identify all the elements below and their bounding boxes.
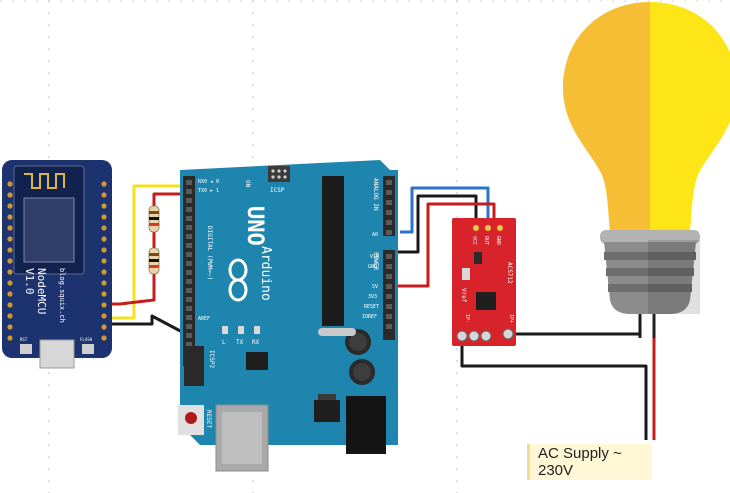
current-sensor-board: VCC OUT GND ACS712 Vref IP- IP+ (452, 218, 516, 346)
crystal (318, 328, 356, 336)
wire-sensor-black (390, 194, 478, 254)
sensor-chip (476, 292, 496, 310)
sensor-header-pins (473, 225, 503, 231)
ip-plus-label: IP+ (508, 314, 514, 323)
nodemcu-pins-right (101, 181, 107, 341)
v5-label: 5V (372, 284, 378, 290)
icsp2-header (184, 346, 204, 386)
chip-label: ACS712 (506, 262, 513, 284)
usb-chip (246, 352, 268, 370)
atmega-chip (322, 176, 344, 326)
bulb-glass-right (650, 2, 730, 232)
rst-button[interactable] (20, 344, 32, 354)
usb-port (39, 339, 75, 369)
pin-out-label: OUT (483, 236, 489, 245)
rx-label: RX0 ◄ 0 (198, 179, 219, 185)
bulb-glass-left (563, 2, 650, 232)
rst-label: RST (20, 337, 28, 342)
nodemcu-version: V1.0 (23, 268, 36, 295)
bulb-neck (600, 230, 700, 244)
icsp-header (268, 166, 290, 182)
arduino-model: UNO (242, 206, 267, 246)
analog-label: ANALOG IN (372, 178, 379, 211)
tx-label: TX0 ► 1 (198, 188, 219, 194)
led-rx (254, 326, 260, 334)
resistor-1 (148, 205, 160, 233)
reset-button-label: RESET (205, 410, 212, 428)
wires (100, 184, 656, 440)
ac-supply-label: AC Supply ~ 230V (527, 444, 652, 480)
pin-vcc-label: VCC (471, 236, 477, 245)
resistors (148, 205, 160, 275)
wire-black-gnd (100, 314, 187, 336)
nodemcu-board: NodeMCU V1.0 blog.squix.ch RST FLASH (2, 160, 112, 369)
nodemcu-pins-left (7, 181, 13, 341)
esp-shield (23, 197, 75, 263)
digital-pins (186, 180, 192, 356)
v33-label: 3V3 (368, 294, 377, 300)
vin-label: VIN (370, 254, 379, 260)
power-label: POWER (372, 252, 379, 270)
antenna-trace (24, 173, 65, 189)
nodemcu-site: blog.squix.ch (58, 268, 66, 323)
power-jack (346, 396, 386, 454)
led-rx-label: RX (252, 339, 260, 346)
regulator (314, 400, 340, 422)
led-l-label: L (222, 339, 226, 346)
vref-label: Vref (460, 288, 467, 303)
wire-yellow-rx (100, 184, 192, 320)
on-label: ON (244, 180, 251, 188)
aref-label: AREF (198, 316, 210, 322)
led-tx (238, 326, 244, 334)
icsp-label: ICSP (270, 187, 285, 194)
wire-sensor-blue (400, 186, 490, 234)
ip-minus-label: IP- (464, 314, 470, 323)
icsp2-label: ICSP2 (208, 350, 215, 368)
digital-label: DIGITAL (PWM=~) (206, 226, 213, 280)
terminal-block (456, 328, 514, 342)
flash-label: FLASH (80, 337, 93, 342)
wire-sensor-red (390, 202, 496, 288)
ioref-label: IOREF (362, 314, 377, 320)
ac-supply-text: AC Supply ~ 230V (538, 445, 622, 479)
arduino-board: UNO Arduino DIGITAL (PWM=~) RX0 ◄ 0 TX0 … (178, 160, 398, 472)
nodemcu-name: NodeMCU (35, 268, 48, 314)
arduino-logo-icon (228, 258, 248, 302)
wire-red-tx (100, 192, 192, 306)
wire-ip-minus-to-bulb (460, 336, 648, 440)
wire-ip-plus-to-bulb (508, 316, 642, 336)
gnd-label: GND (368, 264, 377, 270)
arduino-brand: Arduino (258, 246, 273, 301)
light-bulb (563, 2, 730, 338)
led-tx-label: TX (236, 339, 244, 346)
pin-gnd-label: GND (495, 236, 501, 245)
a0-label: A0 (372, 232, 378, 238)
led-l (222, 326, 228, 334)
resistor-2 (148, 247, 160, 275)
flash-button[interactable] (82, 344, 94, 354)
reset-label-board: RESET (364, 304, 379, 310)
